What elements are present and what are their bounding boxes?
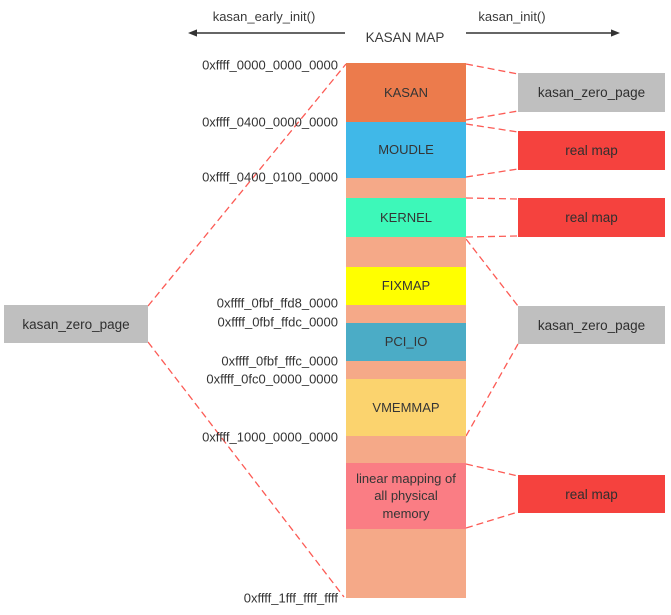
segment-gap-1: [346, 178, 466, 198]
dashed-connector-line: [465, 110, 519, 121]
right-real-map-box-1: real map: [518, 131, 665, 170]
kasan-init-arrow: [466, 29, 620, 37]
box-label: real map: [565, 486, 618, 502]
dashed-connector-line: [465, 238, 519, 307]
dashed-connector-line: [465, 197, 519, 200]
address-label: 0xffff_0fbf_fffc_0000: [221, 353, 338, 369]
address-label: 0xffff_0400_0100_0000: [202, 169, 338, 185]
segment-kernel: KERNEL: [346, 198, 466, 237]
address-label: 0xffff_0fbf_ffd8_0000: [216, 295, 338, 311]
right-kasan-zero-page-box-1: kasan_zero_page: [518, 73, 665, 112]
arrowhead-icon: [611, 29, 620, 37]
kasan-init-label: kasan_init(): [478, 9, 546, 24]
dashed-connector-line: [465, 511, 519, 529]
segment-label: KERNEL: [379, 209, 433, 225]
right-real-map-box-3: real map: [518, 475, 665, 513]
address-label: 0xffff_1fff_ffff_ffff: [243, 590, 338, 606]
segment-vmemmap: VMEMMAP: [346, 379, 466, 436]
segment-label: VMEMMAP: [372, 399, 440, 415]
dashed-connector-line: [465, 123, 519, 133]
segment-moudle: MOUDLE: [346, 122, 466, 178]
segment-kasan: KASAN: [346, 63, 466, 122]
right-real-map-box-2: real map: [518, 198, 665, 237]
segment-label: PCI_IO: [384, 334, 428, 350]
kasan-early-init-arrow: [188, 29, 345, 37]
right-kasan-zero-page-box-2: kasan_zero_page: [518, 306, 665, 344]
segment-fixmap: FIXMAP: [346, 267, 466, 305]
address-label: 0xffff_0000_0000_0000: [202, 57, 338, 73]
segment-label: FIXMAP: [381, 278, 431, 294]
kasan-map-title: KASAN MAP: [365, 30, 445, 45]
segment-linear-mapping: linear mapping of all physical memory: [346, 463, 466, 529]
box-label: kasan_zero_page: [22, 316, 130, 332]
left-kasan-zero-page-box: kasan_zero_page: [4, 305, 148, 343]
dashed-connector-line: [147, 63, 347, 307]
box-label: kasan_zero_page: [537, 317, 646, 333]
segment-gap-4: [346, 361, 466, 379]
segment-label: linear mapping of all physical memory: [356, 470, 456, 521]
segment-gap-5: [346, 436, 466, 463]
address-label: 0xffff_0fc0_0000_0000: [206, 371, 338, 387]
address-label: 0xffff_0400_0000_0000: [202, 114, 338, 130]
segment-pci-io: PCI_IO: [346, 323, 466, 361]
kasan-early-init-label: kasan_early_init(): [212, 9, 316, 24]
address-label: 0xffff_0fbf_ffdc_0000: [217, 314, 339, 330]
dashed-connector-line: [465, 343, 519, 437]
dashed-connector-line: [465, 235, 519, 238]
segment-gap-3: [346, 305, 466, 323]
arrowhead-icon: [188, 29, 197, 37]
segment-label: KASAN: [383, 84, 429, 100]
box-label: kasan_zero_page: [537, 85, 646, 100]
segment-gap-6: [346, 529, 466, 598]
segment-label: MOUDLE: [378, 142, 434, 158]
dashed-connector-line: [465, 168, 519, 178]
address-label: 0xffff_1000_0000_0000: [202, 429, 338, 445]
box-label: real map: [565, 210, 618, 225]
segment-gap-2: [346, 237, 466, 267]
dashed-connector-line: [465, 63, 519, 75]
box-label: real map: [565, 143, 618, 158]
dashed-connector-line: [465, 463, 519, 477]
